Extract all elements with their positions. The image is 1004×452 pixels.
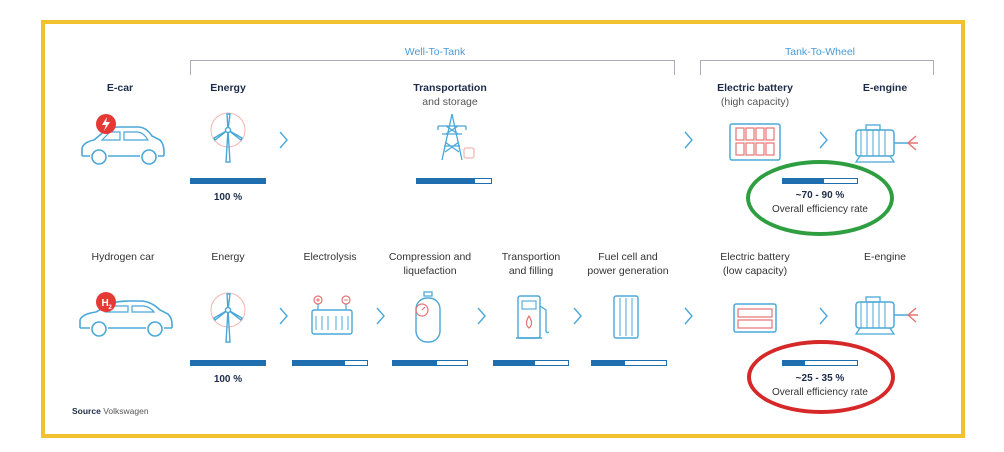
hcar-transport-label-2: and filling — [508, 265, 554, 277]
tank-to-wheel-bracket — [700, 60, 934, 75]
well-to-tank-label: Well-To-Tank — [404, 46, 466, 58]
ecar-label: E-car — [106, 82, 134, 94]
hcar-label: Hydrogen car — [91, 251, 155, 263]
ecar-transport-title: Transportation — [413, 82, 487, 94]
ecar-efficiency-label: Overall efficiency rate — [772, 204, 868, 215]
hcar-chevron-icon-4 — [573, 307, 582, 325]
hcar-fuelcell-label-2: power generation — [587, 265, 669, 277]
hcar-efficiency-label: Overall efficiency rate — [772, 387, 868, 398]
hcar-efficiency-range: ~25 - 35 % — [795, 373, 845, 384]
hcar-transport-label-1: Transportion — [501, 251, 561, 263]
hcar-efficiency-bar — [782, 360, 858, 366]
hcar-chevron-icon-6 — [819, 307, 828, 325]
ecar-car-icon — [81, 114, 165, 165]
hcar-battery-sub: (low capacity) — [722, 265, 788, 277]
ecar-energy-bar — [190, 178, 266, 184]
hcar-fuel-pump-icon — [516, 295, 550, 339]
ecar-chevron-icon-2 — [684, 131, 693, 149]
ecar-engine-label: E-engine — [862, 82, 908, 94]
hcar-car-icon: H 2 — [79, 292, 173, 337]
hcar-energy-percent: 100 % — [213, 374, 243, 385]
svg-text:H: H — [102, 298, 109, 309]
ecar-energy-percent: 100 % — [213, 192, 243, 203]
hcar-battery-title: Electric battery — [720, 251, 790, 263]
hcar-compression-tank-icon — [415, 291, 441, 343]
ecar-energy-label: Energy — [210, 82, 246, 94]
hcar-compression-label-1: Compression and — [388, 251, 472, 263]
well-to-tank-bracket — [190, 60, 675, 75]
hcar-energy-bar — [190, 360, 266, 366]
ecar-efficiency-highlight-ring — [746, 160, 894, 236]
ecar-chevron-icon-1 — [279, 131, 288, 149]
source-credit: Source Volkswagen — [72, 406, 149, 416]
hcar-compression-label-2: liquefaction — [403, 265, 457, 277]
ecar-chevron-icon-3 — [819, 131, 828, 149]
ecar-efficiency-range: ~70 - 90 % — [795, 190, 845, 201]
hcar-chevron-icon-3 — [477, 307, 486, 325]
hcar-engine-label: E-engine — [863, 251, 907, 263]
tank-to-wheel-label: Tank-To-Wheel — [784, 46, 856, 58]
hcar-transport-bar — [493, 360, 569, 366]
hcar-energy-label: Energy — [211, 251, 245, 263]
source-name: Volkswagen — [103, 406, 149, 416]
source-label: Source — [72, 406, 101, 416]
ecar-battery-sub: (high capacity) — [720, 96, 790, 108]
ecar-battery-title: Electric battery — [717, 82, 793, 94]
ecar-wind-turbine-icon — [210, 112, 246, 163]
ecar-transport-bar — [416, 178, 492, 184]
hcar-fuel-cell-icon — [613, 295, 639, 339]
hcar-compression-bar — [392, 360, 468, 366]
hcar-efficiency-highlight-ring — [747, 340, 895, 414]
hcar-fuelcell-label-1: Fuel cell and — [598, 251, 658, 263]
hcar-electrolysis-bar — [292, 360, 368, 366]
outer-frame — [41, 20, 965, 438]
ecar-efficiency-bar — [782, 178, 858, 184]
hcar-chevron-icon-2 — [376, 307, 385, 325]
svg-text:2: 2 — [109, 305, 113, 311]
hcar-electrolysis-label: Electrolysis — [303, 251, 357, 263]
ecar-high-capacity-battery-icon — [729, 123, 781, 161]
hcar-chevron-icon-1 — [279, 307, 288, 325]
hcar-low-capacity-battery-icon — [733, 303, 777, 333]
hcar-fuelcell-bar — [591, 360, 667, 366]
hcar-electrolysis-icon — [311, 295, 353, 335]
ecar-transport-sub: and storage — [422, 96, 478, 108]
hcar-wind-turbine-icon — [210, 292, 246, 343]
ecar-power-pylon-icon — [437, 113, 475, 161]
hcar-e-engine-icon — [854, 296, 918, 335]
hcar-chevron-icon-5 — [684, 307, 693, 325]
ecar-e-engine-icon — [854, 124, 918, 163]
